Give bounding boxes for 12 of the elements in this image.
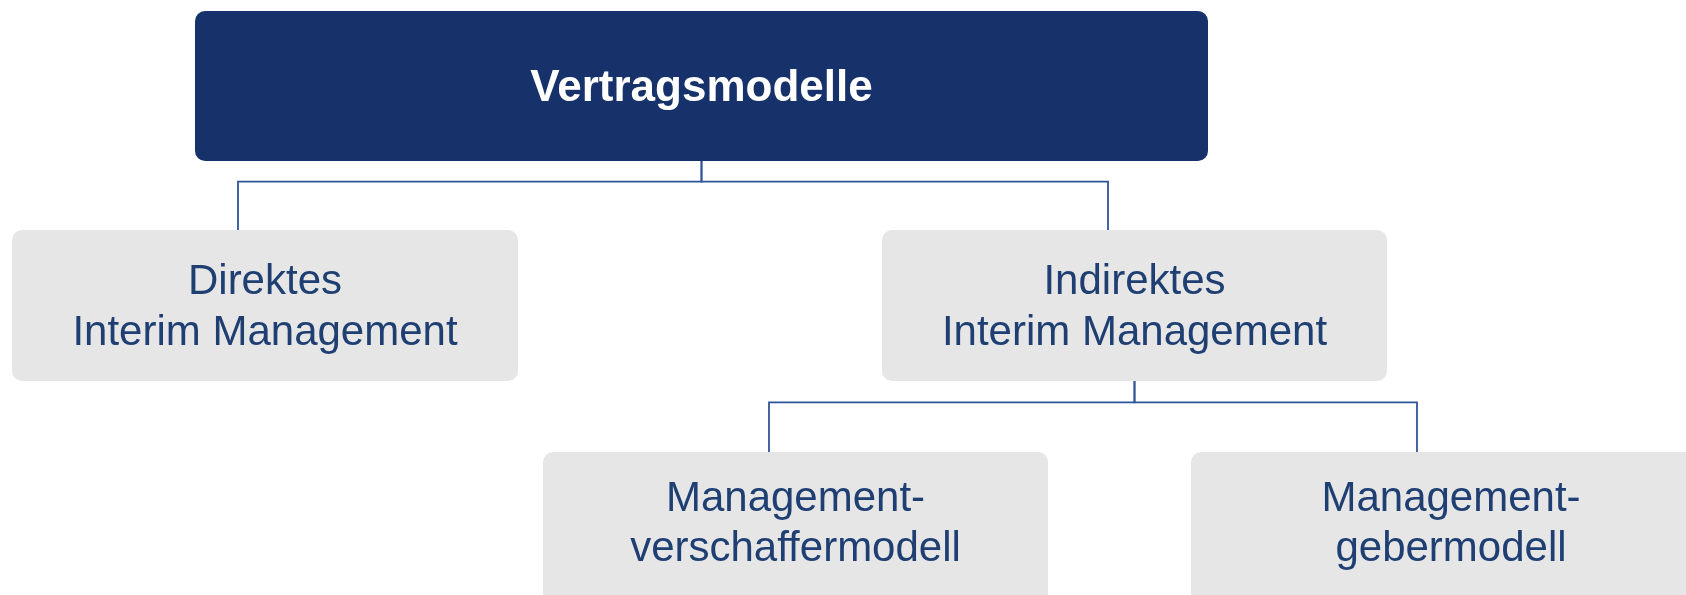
model-box <box>1191 452 1686 595</box>
box-label: Direktes Interim Management <box>72 255 458 356</box>
title-box <box>195 11 1208 161</box>
category-box <box>882 230 1387 381</box>
box-label: Management- gebermodell <box>1320 472 1582 573</box>
box-label: Management- verschaffermodell <box>629 472 962 573</box>
connector-line <box>1133 380 1418 453</box>
box-label: Indirektes Interim Management <box>941 255 1328 356</box>
category-box <box>12 230 518 381</box>
model-box <box>543 452 1048 595</box>
connector-line <box>700 160 1109 231</box>
title-text: Vertragsmodelle <box>530 61 873 111</box>
